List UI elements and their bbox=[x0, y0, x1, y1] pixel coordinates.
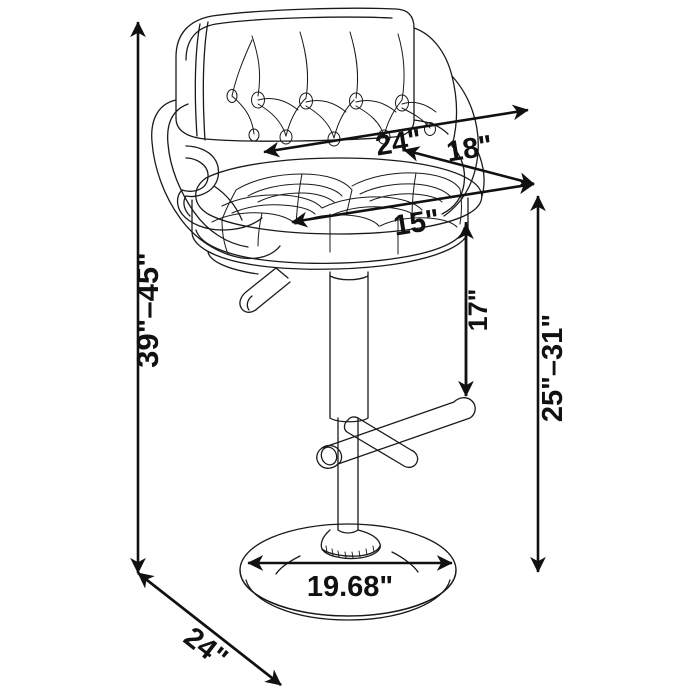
label-seat-depth: 15" bbox=[391, 204, 441, 243]
label-base-diameter: 19.68" bbox=[307, 571, 393, 603]
label-seat-height: 25"–31" bbox=[537, 314, 569, 422]
footrest bbox=[316, 397, 476, 469]
label-arm-height: 17" bbox=[463, 289, 493, 332]
label-overall-depth: 24" bbox=[178, 621, 234, 675]
seat-width-dim-line bbox=[263, 104, 529, 158]
lever bbox=[239, 267, 291, 313]
back-width-dim-line bbox=[403, 146, 535, 188]
label-seat-width: 24" bbox=[373, 124, 423, 163]
overall-depth-dim-line-b bbox=[137, 571, 282, 687]
column bbox=[329, 271, 369, 534]
base bbox=[239, 523, 457, 621]
label-overall-height: 39"–45" bbox=[130, 252, 165, 368]
seat-depth-dim-line bbox=[291, 178, 535, 228]
label-back-width: 18" bbox=[444, 130, 494, 169]
